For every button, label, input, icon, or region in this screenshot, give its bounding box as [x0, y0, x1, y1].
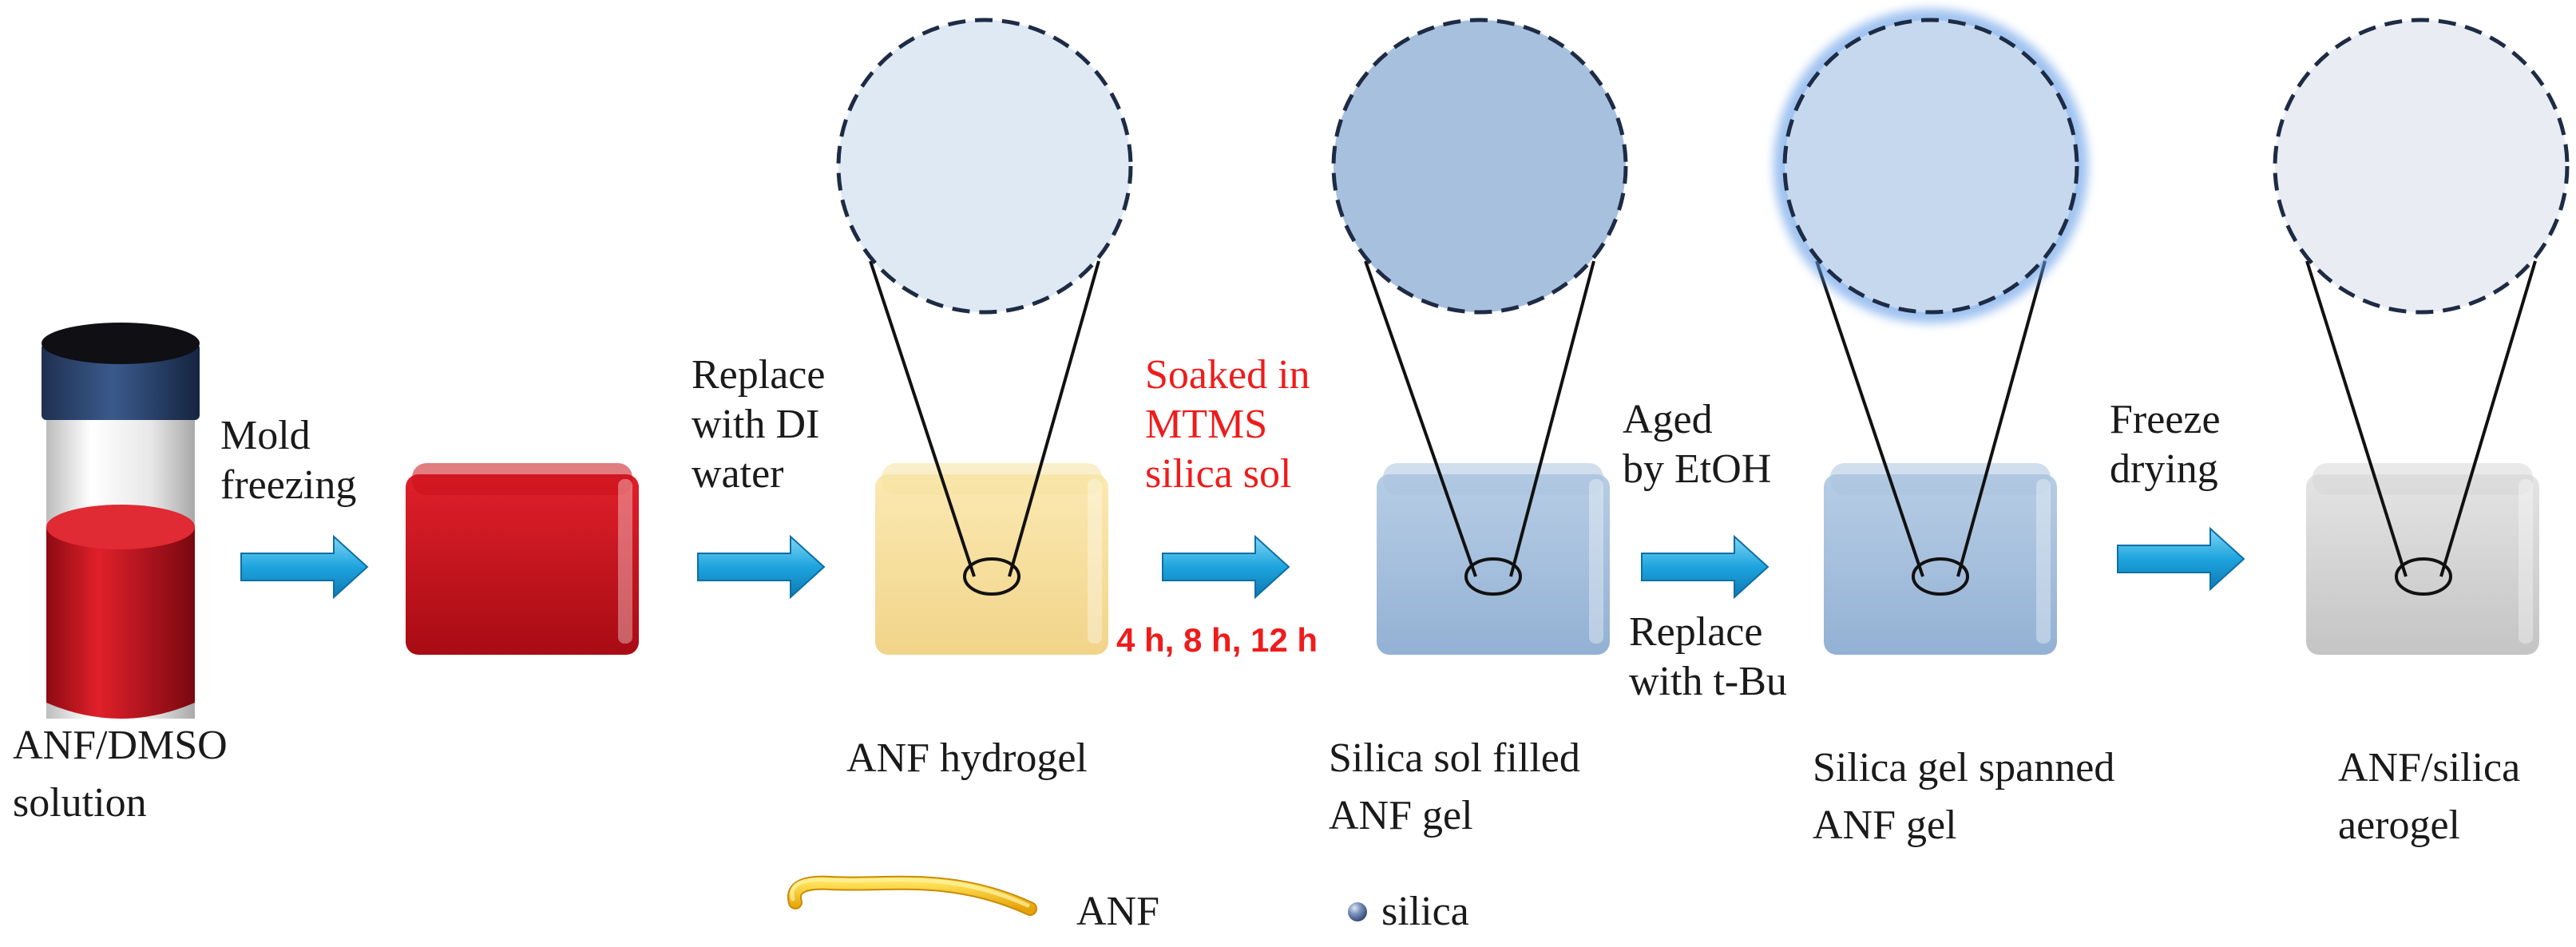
zoom-gel-spanned [1773, 9, 2088, 596]
zoom-hydrogel [836, 18, 1133, 596]
label-sol-filled: Silica sol filled [1329, 735, 1580, 781]
label-freeze-drying: Freeze [2110, 397, 2221, 442]
sol-filled-block [1377, 463, 1610, 655]
zoom-sol-filled-tether-left [1364, 260, 1477, 577]
label-replace-tbu: Replace [1629, 609, 1762, 655]
gel-spanned-block [1824, 463, 2057, 655]
aerogel-block-front [2306, 474, 2539, 655]
zoom-gel-spanned-pore-ellipse [1912, 557, 1969, 596]
label-aerogel: aerogel [2338, 802, 2460, 848]
zoom-sol-filled-dashed-border [1331, 18, 1628, 315]
legend-silica-particle [1348, 902, 1367, 921]
label-gel-spanned: Silica gel spanned [1813, 745, 2114, 790]
zoom-aerogel-tether-left [2305, 260, 2408, 577]
red-block-highlight [618, 479, 632, 644]
zoom-gel-spanned-tether-right [1956, 260, 2047, 577]
zoom-hydrogel-bg [838, 20, 1131, 312]
label-freeze-drying: drying [2110, 446, 2218, 492]
vial-liquid [46, 527, 195, 719]
hydrogel-block [875, 463, 1108, 655]
label-replace-tbu: with t-Bu [1629, 659, 1787, 704]
label-anf-dmso: ANF/DMSO [13, 723, 228, 768]
legend-anf-label: ANF [1076, 889, 1159, 934]
zoom-aerogel-pore-ellipse [2395, 557, 2452, 596]
arrow-replace-water [697, 534, 826, 600]
sol-filled-block-top [1383, 463, 1603, 495]
gel-spanned-block-front [1824, 474, 2057, 655]
vial-liquid-surface [46, 505, 195, 549]
legend-anf-fiber-shine [790, 878, 1030, 908]
zoom-aerogel [2273, 18, 2570, 596]
zoom-gel-spanned-bg [1785, 20, 2077, 312]
label-mold-freezing: Mold [220, 413, 311, 458]
arrow-mold-freezing [240, 534, 369, 600]
aerogel-block-highlight [2519, 479, 2533, 644]
zoom-gel-spanned-dashed-border [1782, 18, 2079, 315]
aerogel-block [2306, 463, 2539, 655]
arrow-age-etoh [1641, 534, 1770, 600]
sol-filled-block-highlight [1589, 479, 1603, 644]
zoom-hydrogel-tether-right [1008, 260, 1100, 577]
aerogel-block-top [2312, 463, 2533, 495]
zoom-aerogel-dashed-border [2273, 18, 2570, 315]
vial-cap-top [42, 323, 200, 364]
zoom-hydrogel-dashed-border [836, 18, 1133, 315]
label-mold-freezing: freezing [220, 462, 356, 508]
zoom-hydrogel-tether-left [869, 260, 976, 577]
zoom-hydrogel-pore-ellipse [963, 557, 1020, 596]
label-gel-spanned: ANF gel [1813, 802, 1957, 848]
label-replace-water: with DI [692, 402, 819, 447]
gel-spanned-block-top [1830, 463, 2051, 495]
zoom-sol-filled-pore-ellipse [1464, 557, 1522, 596]
label-age-etoh: by EtOH [1623, 446, 1771, 492]
label-soak-mtms: Soaked in [1145, 352, 1310, 398]
red-block [406, 463, 639, 655]
label-soak-time: 4 h, 8 h, 12 h [1116, 621, 1318, 659]
arrow-freeze-drying [2117, 526, 2245, 592]
sol-filled-block-front [1377, 474, 1610, 655]
label-aerogel: ANF/silica [2338, 745, 2520, 790]
arrow-soak-mtms [1162, 534, 1290, 600]
zoom-sol-filled-tether-right [1509, 260, 1595, 577]
legend: ANF silica [787, 875, 1469, 934]
zoom-aerogel-bg [2275, 20, 2567, 312]
red-block-top [412, 463, 632, 495]
red-block-front [406, 474, 639, 655]
vial [42, 323, 200, 719]
vial-cap [42, 343, 200, 420]
hydrogel-block-top [882, 463, 1102, 495]
label-hydrogel: ANF hydrogel [846, 735, 1088, 781]
zoom-gel-spanned-tether-left [1815, 260, 1924, 577]
label-soak-mtms: silica sol [1145, 451, 1291, 497]
gel-spanned-block-highlight [2036, 479, 2051, 644]
legend-anf-fiber [789, 877, 1036, 914]
label-anf-dmso: solution [13, 780, 147, 826]
zoom-sol-filled [1331, 18, 1628, 596]
legend-silica-label: silica [1381, 889, 1469, 934]
label-age-etoh: Aged [1623, 397, 1713, 442]
label-soak-mtms: MTMS [1145, 402, 1267, 447]
label-replace-water: Replace [692, 352, 825, 398]
label-sol-filled: ANF gel [1329, 793, 1473, 838]
label-replace-water: water [692, 451, 783, 497]
hydrogel-block-highlight [1088, 479, 1102, 644]
hydrogel-block-front [875, 474, 1108, 655]
zoom-sol-filled-bg [1334, 20, 1626, 312]
zoom-aerogel-tether-right [2439, 260, 2537, 577]
